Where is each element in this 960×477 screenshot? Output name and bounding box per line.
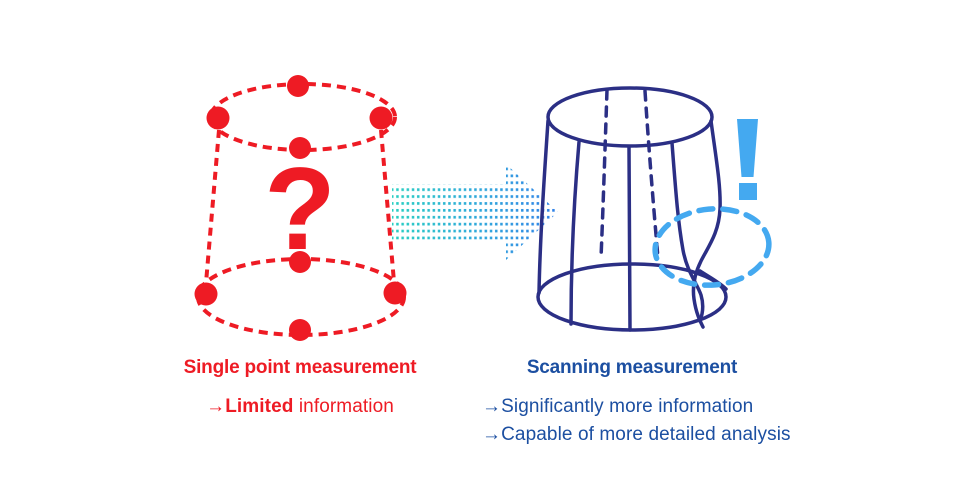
exclamation-bar bbox=[737, 119, 758, 177]
exclamation-icon bbox=[737, 119, 758, 200]
scan-right-edge-deformed bbox=[691, 119, 722, 329]
scan-left-edge bbox=[537, 119, 550, 295]
measurement-points bbox=[194, 75, 407, 341]
scan-contour-line bbox=[569, 140, 581, 326]
right-figure-note-2: →Capable of more detailed analysis bbox=[482, 424, 791, 445]
scan-bottom-ellipse bbox=[536, 262, 728, 332]
left-figure-note: →Limited information bbox=[148, 395, 452, 419]
left-note-bold-text: Limited bbox=[225, 396, 294, 417]
left-note-rest-text: information bbox=[293, 396, 394, 417]
scan-back-line-dashed bbox=[599, 88, 609, 260]
scanned-cylinder bbox=[536, 86, 728, 332]
cylinder-right-edge bbox=[379, 129, 396, 283]
exclamation-dot bbox=[739, 183, 757, 200]
cylinder-top-ellipse bbox=[209, 82, 397, 152]
scan-arrow-icon bbox=[392, 164, 558, 260]
scan-back-line-dashed bbox=[643, 89, 660, 260]
measurement-point-dot bbox=[289, 251, 311, 273]
question-mark-icon: ? bbox=[264, 143, 335, 274]
right-figure-note-1: →Significantly more information bbox=[482, 396, 754, 417]
measurement-point-dot bbox=[287, 75, 309, 97]
deviation-highlight-ellipse bbox=[652, 206, 772, 288]
cylinder-left-edge bbox=[204, 129, 221, 284]
measurement-point-dot bbox=[383, 281, 407, 305]
measurement-point-dot bbox=[289, 319, 311, 341]
measurement-point-dot bbox=[206, 106, 230, 130]
scan-contour-line bbox=[627, 145, 632, 332]
scan-contour-line-deformed bbox=[670, 141, 705, 323]
arrow-right-glyph: → bbox=[206, 396, 226, 417]
scan-contour-connector bbox=[698, 269, 728, 291]
measurement-point-dot bbox=[194, 282, 218, 306]
scan-top-ellipse bbox=[546, 86, 714, 148]
measurement-point-dot bbox=[369, 106, 393, 130]
measurement-point-dot bbox=[289, 137, 311, 159]
left-figure-label: Single point measurement bbox=[183, 357, 417, 378]
right-figure-label: Scanning measurement bbox=[526, 357, 738, 378]
